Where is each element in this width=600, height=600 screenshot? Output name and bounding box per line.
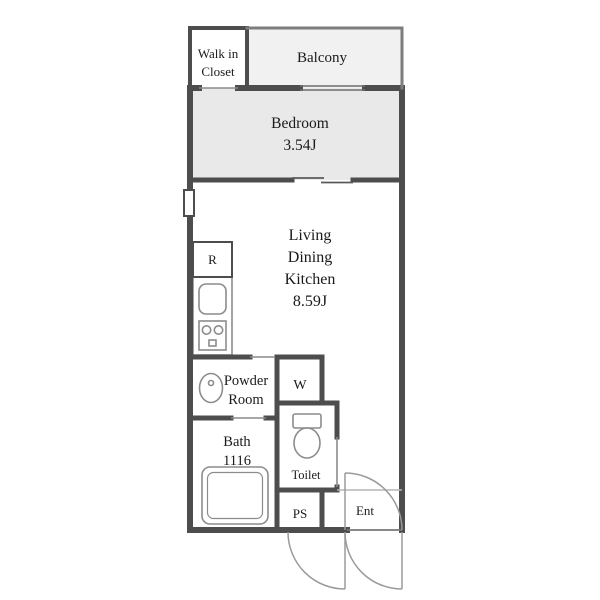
bedroom-area xyxy=(190,88,402,180)
balcony-area xyxy=(247,28,402,88)
walk-in-closet-area xyxy=(190,28,247,88)
toilet-tank-icon xyxy=(292,413,322,429)
washer-label: W xyxy=(293,378,307,393)
kitchen-sink-icon xyxy=(198,283,227,315)
pipe-space-label: PS xyxy=(293,506,307,521)
room-labels: Walk in Closet Balcony Bedroom 3.54J Liv… xyxy=(198,46,375,521)
ldk-size: 8.59J xyxy=(293,293,327,310)
walk-in-closet-label: Closet xyxy=(201,64,235,79)
bathtub-inner-icon xyxy=(206,471,264,520)
bath-size: 1116 xyxy=(223,453,251,469)
outer-door-arc xyxy=(287,531,346,590)
fixtures xyxy=(192,276,322,525)
entrance-door-arc xyxy=(344,472,403,531)
ldk-label: Living xyxy=(289,227,332,244)
bedroom-size: 3.54J xyxy=(283,137,316,154)
powder-sink-drain-icon xyxy=(207,379,215,387)
openings xyxy=(199,85,402,531)
toilet-label: Toilet xyxy=(292,468,322,482)
powder-room-label: Room xyxy=(228,392,264,408)
stove-burner-icon xyxy=(213,324,224,335)
ldk-label: Kitchen xyxy=(285,271,336,288)
entrance-label: Ent xyxy=(356,503,374,518)
stove-burner-icon xyxy=(201,324,212,335)
refrigerator-label: R xyxy=(208,252,217,267)
walls xyxy=(187,26,405,533)
balcony-label: Balcony xyxy=(297,50,347,66)
walk-in-closet-label: Walk in xyxy=(198,46,239,61)
bath-label: Bath xyxy=(223,434,251,450)
outer-door-arc xyxy=(344,531,403,590)
door-swings xyxy=(287,472,403,590)
meter-box xyxy=(183,189,195,217)
balcony-railing xyxy=(245,26,404,90)
toilet-bowl-icon xyxy=(293,427,321,459)
ldk-label: Dining xyxy=(288,249,332,266)
stove-grill-icon xyxy=(208,339,217,347)
bedroom-label: Bedroom xyxy=(271,115,329,132)
powder-room-label: Powder xyxy=(224,373,268,389)
powder-sink-icon xyxy=(198,372,224,404)
